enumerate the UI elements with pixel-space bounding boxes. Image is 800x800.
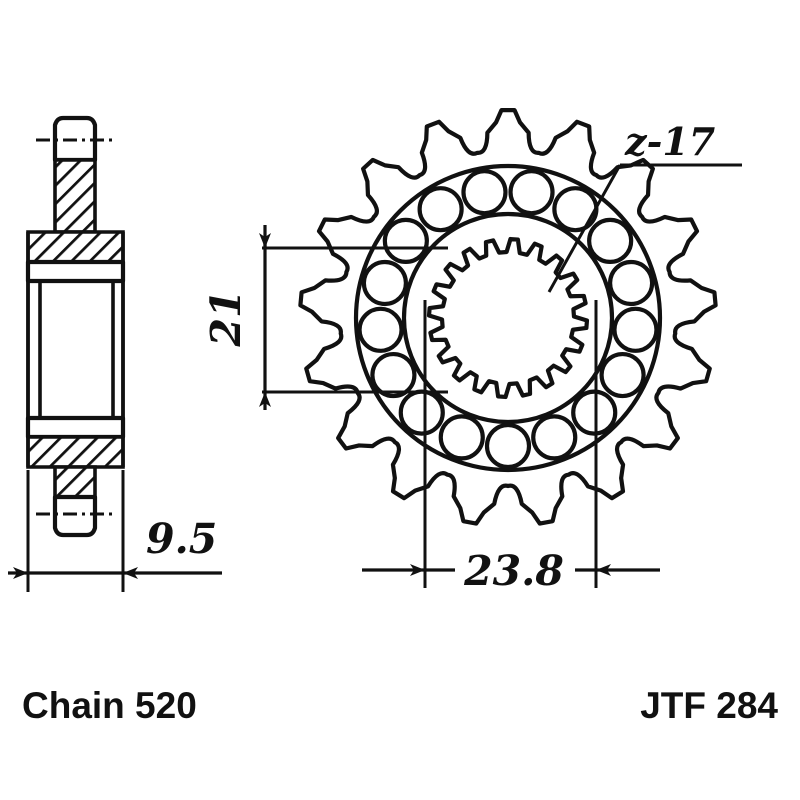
section-lower-land (25, 415, 126, 440)
dimension-thickness-95: 9.5 (8, 470, 222, 592)
section-bottom-tooth-tip (52, 494, 98, 538)
dim-label-238-backdrop (455, 548, 575, 592)
section-bottom-tooth-shank (53, 465, 97, 499)
lightening-hole (612, 306, 659, 353)
dimension-bore-21: 21 (202, 225, 448, 410)
lightening-hole (361, 259, 408, 307)
lightening-hole (552, 186, 599, 233)
lightening-hole (370, 351, 417, 399)
dim-label-95: 9.5 (146, 515, 217, 563)
sprocket-inner-ring (401, 211, 615, 425)
lightening-hole (357, 306, 404, 353)
lightening-hole (382, 217, 429, 264)
section-lower-flange (26, 435, 125, 469)
lightening-hole (417, 186, 464, 233)
chain-spec-label: Chain 520 (22, 685, 197, 726)
front-view-sprocket (298, 108, 718, 526)
lightening-hole (508, 169, 555, 216)
section-view-group (25, 115, 126, 538)
sprocket-outer-ring (353, 163, 663, 473)
lightening-hole (587, 217, 634, 264)
callout-teeth-count: z-17 (547, 119, 742, 293)
sprocket-internal-spline (426, 236, 590, 400)
section-body-box (26, 281, 125, 418)
lightening-hole (484, 422, 532, 470)
lightening-hole (531, 414, 578, 461)
section-outer-silhouette (26, 232, 125, 467)
dim-label-21: 21 (202, 289, 250, 347)
leader-diagonal-z17 (547, 164, 622, 293)
part-number-label: JTF 284 (640, 685, 778, 726)
lightening-hole (398, 389, 445, 436)
section-upper-land (25, 259, 126, 284)
section-top-tooth-shank (53, 158, 97, 234)
dim-label-238: 23.8 (463, 547, 564, 595)
dimension-hub-238: 23.8 (362, 300, 660, 595)
lightening-hole (599, 351, 646, 399)
lightening-holes-group (357, 169, 659, 470)
lightening-hole (608, 259, 655, 307)
lightening-hole (571, 389, 618, 436)
lightening-hole (438, 414, 485, 461)
section-upper-flange (26, 230, 125, 264)
lightening-hole (461, 169, 508, 216)
callout-label-z17: z-17 (624, 119, 715, 164)
